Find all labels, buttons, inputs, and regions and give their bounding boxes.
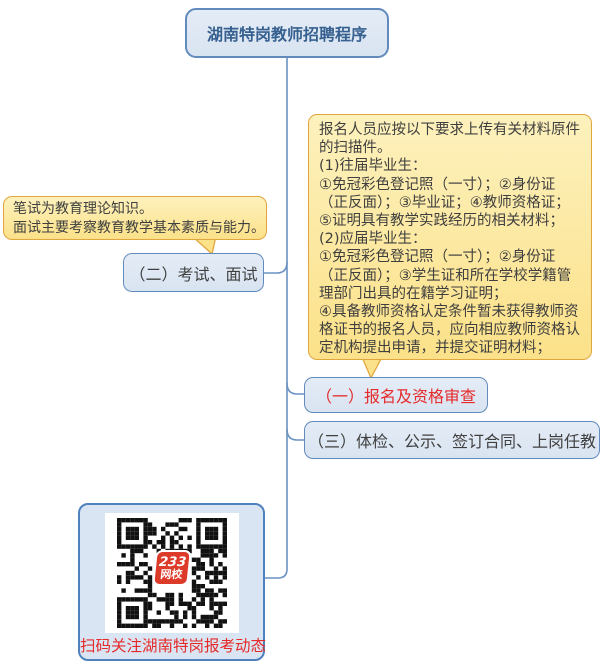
title-text: 湖南特岗教师招聘程序 — [206, 25, 367, 44]
exam-note-callout: 笔试为教育理论知识。面试主要考察教育教学基本素质与能力。 — [3, 196, 267, 240]
qr-logo-line2: 网校 — [159, 567, 184, 581]
materials-note-callout: 报名人员应按以下要求上传有关材料原件的扫描件。(1)往届毕业生：①免冠彩色登记照… — [308, 114, 592, 360]
node-registration-label: （一）报名及资格审查 — [315, 387, 476, 406]
node-final: （三）体检、公示、签订合同、上岗任教 — [304, 421, 600, 459]
exam-note-text: 笔试为教育理论知识。面试主要考察教育教学基本素质与能力。 — [13, 201, 265, 236]
qr-logo-line1: 233 — [158, 554, 187, 570]
title-node: 湖南特岗教师招聘程序 — [185, 8, 389, 58]
trunk-line — [265, 58, 288, 579]
materials-note-pointer — [361, 356, 384, 380]
qr-caption: 扫码关注湖南特岗报考动态 — [80, 637, 267, 655]
branch-exam — [264, 261, 288, 274]
qr-logo-233wangxiao: 233 网校 — [152, 550, 192, 586]
branch-final — [286, 428, 305, 441]
node-exam: （二）考试、面试 — [123, 253, 264, 292]
materials-note-text: 报名人员应按以下要求上传有关材料原件的扫描件。(1)往届毕业生：①免冠彩色登记照… — [319, 122, 580, 357]
qr-panel: 233 网校 扫码关注湖南特岗报考动态 — [78, 503, 267, 661]
qr-code: 233 网校 — [105, 513, 239, 633]
node-registration: （一）报名及资格审查 — [304, 377, 488, 413]
node-final-label: （三）体检、公示、签订合同、上岗任教 — [307, 432, 596, 451]
branch-registration — [286, 382, 305, 395]
node-exam-label: （二）考试、面试 — [129, 264, 258, 284]
qr-pattern — [117, 518, 227, 628]
